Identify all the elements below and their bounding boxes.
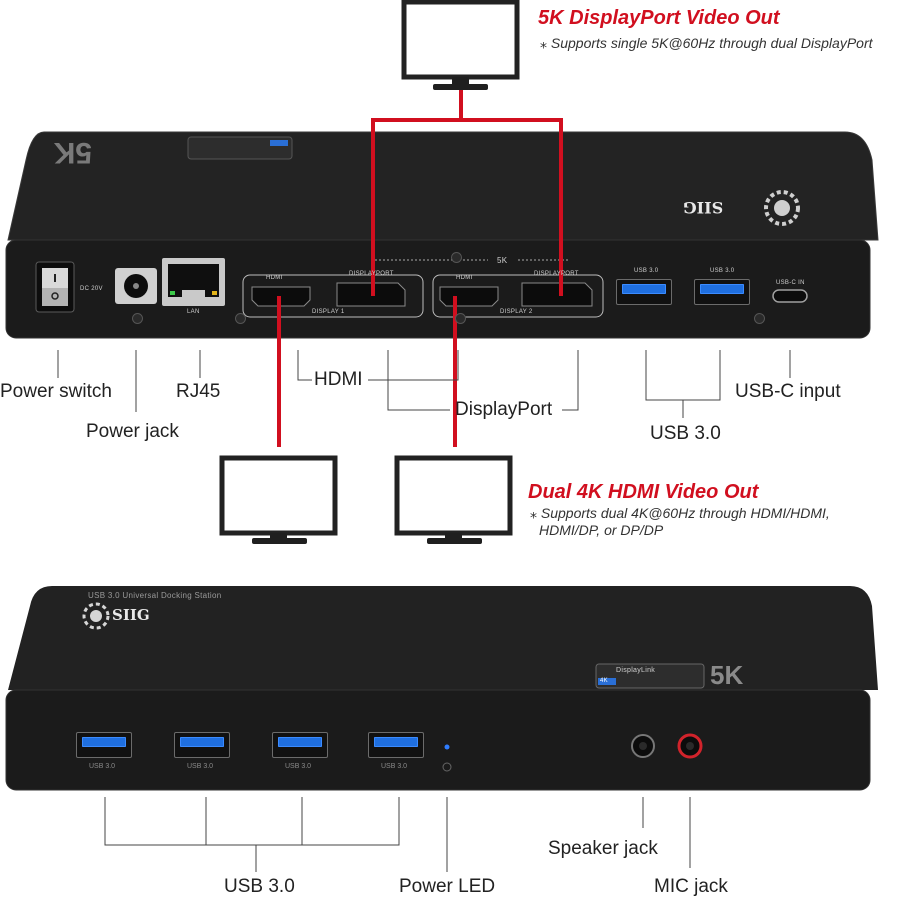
bottom-callout-note-line1: ⁎ Supports dual 4K@60Hz through HDMI/HDM… xyxy=(530,505,830,521)
bottom-callout-note-line2: HDMI/DP, or DP/DP xyxy=(539,522,664,538)
badge-5k-text: 5K xyxy=(710,660,744,690)
usb30-front-port-4-label: USB 3.0 xyxy=(381,763,408,770)
rj45-label: RJ45 xyxy=(176,381,221,402)
bottom-callout-title: Dual 4K HDMI Video Out xyxy=(528,481,759,503)
dock-front-view xyxy=(5,586,878,791)
power-switch-label: Power switch xyxy=(0,381,112,402)
usb30-rear-port-a xyxy=(616,279,672,305)
display1-label: DISPLAY 1 xyxy=(312,309,345,315)
front-header-text: USB 3.0 Universal Docking Station xyxy=(88,591,222,600)
hdmi1-port-label: HDMI xyxy=(266,275,283,281)
usb30-front-port-3 xyxy=(272,732,328,758)
rear-brand-logo: SIIG xyxy=(683,198,724,217)
top-callout-note: ⁎ Supports single 5K@60Hz through dual D… xyxy=(540,35,873,51)
usb30-rear-b-label: USB 3.0 xyxy=(710,268,735,274)
usbc-input-label: USB-C input xyxy=(735,381,841,402)
monitor-right xyxy=(394,455,513,544)
usb30-front-port-4 xyxy=(368,732,424,758)
dp2-port-label: DISPLAYPORT xyxy=(534,271,579,277)
usb30-rear-label: USB 3.0 xyxy=(650,423,721,444)
usb30-front-port-2-label: USB 3.0 xyxy=(187,763,214,770)
usb30-front-label: USB 3.0 xyxy=(224,876,295,897)
usb30-rear-a-label: USB 3.0 xyxy=(634,268,659,274)
top-callout-title: 5K DisplayPort Video Out xyxy=(538,7,780,29)
dock-rear-view: 5K xyxy=(5,131,879,339)
hdmi-label: HDMI xyxy=(314,369,363,390)
mic-jack-label: MIC jack xyxy=(654,876,728,897)
front-brand-logo: SIIG xyxy=(112,606,150,624)
monitor-left xyxy=(219,455,338,544)
fivek-label: 5K xyxy=(497,256,508,265)
displaylink-badge-text: DisplayLink xyxy=(616,667,656,674)
screw xyxy=(451,252,462,263)
speaker-jack-label: Speaker jack xyxy=(548,838,658,859)
usbc-port-label: USB-C IN xyxy=(776,280,805,286)
screw xyxy=(754,313,765,324)
usb30-rear-port-b xyxy=(694,279,750,305)
front-leader-lines xyxy=(104,797,691,872)
displayport-label: DisplayPort xyxy=(455,399,553,420)
svg-text:5K: 5K xyxy=(53,136,92,169)
monitor-top xyxy=(401,0,520,90)
rear-leader-lines xyxy=(57,350,791,418)
dp1-port-label: DISPLAYPORT xyxy=(349,271,394,277)
dc-input-label: DC 20V xyxy=(80,286,103,292)
lan-label: LAN xyxy=(187,309,200,315)
screw xyxy=(455,313,466,324)
usb30-front-port-3-label: USB 3.0 xyxy=(285,763,312,770)
usb30-front-port-1-label: USB 3.0 xyxy=(89,763,116,770)
screw xyxy=(132,313,143,324)
screw xyxy=(235,313,246,324)
power-jack-label: Power jack xyxy=(86,421,179,442)
usb30-front-port-1 xyxy=(76,732,132,758)
display2-label: DISPLAY 2 xyxy=(500,309,533,315)
badge-4k-text: 4K xyxy=(600,678,608,684)
power-led-label: Power LED xyxy=(399,876,496,897)
hdmi2-port-label: HDMI xyxy=(456,275,473,281)
usb30-front-port-2 xyxy=(174,732,230,758)
